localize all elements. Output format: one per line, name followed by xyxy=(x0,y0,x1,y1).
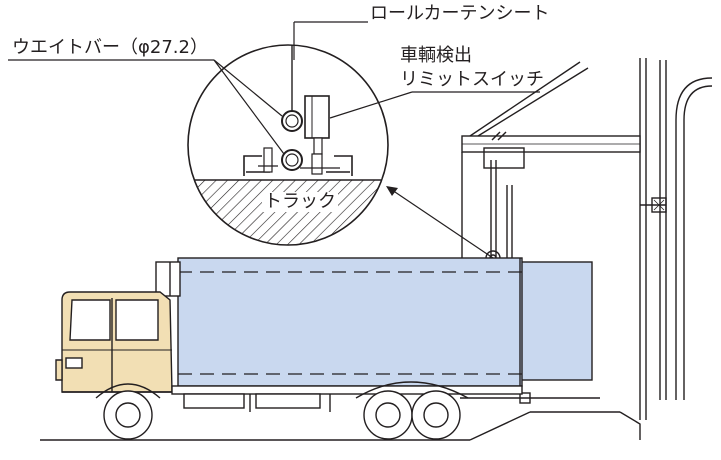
building-structure xyxy=(40,58,713,441)
vehicle-detect-label-line2: リミットスイッチ xyxy=(400,69,544,90)
detail-circle xyxy=(187,44,389,246)
weight-bar-label: ウエイトバー（φ27.2） xyxy=(12,37,208,58)
truck xyxy=(55,257,593,440)
vehicle-detect-label-line1: 車輌検出 xyxy=(400,45,472,66)
truck-label: トラック xyxy=(262,191,338,212)
leader-lines xyxy=(8,21,540,259)
roll-curtain-sheet-label: ロールカーテンシート xyxy=(370,3,550,24)
